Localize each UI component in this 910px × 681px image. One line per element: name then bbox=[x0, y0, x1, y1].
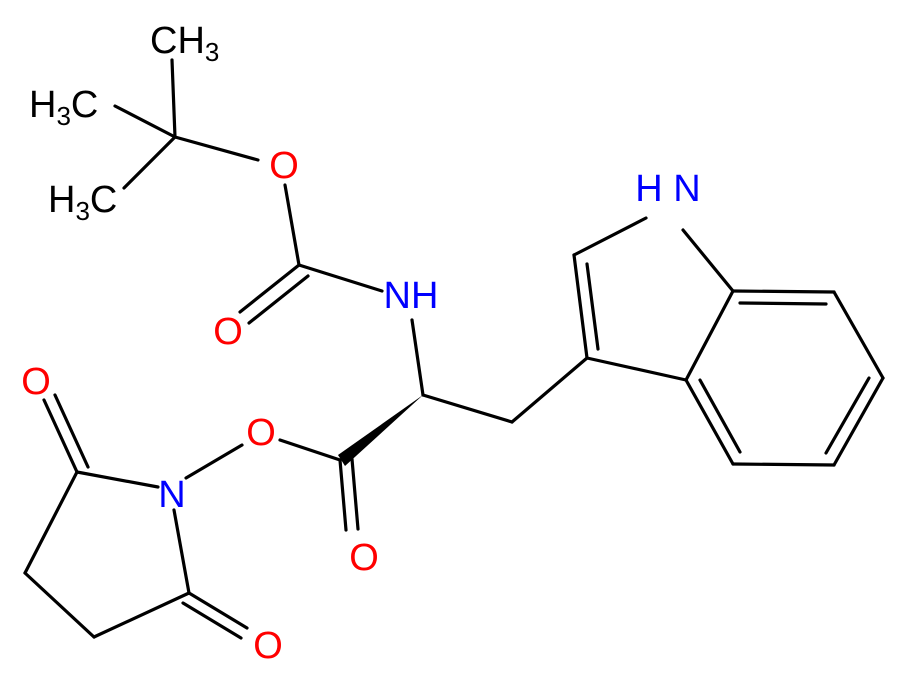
atom-o-succinimide-top: O bbox=[21, 361, 51, 403]
atom-ch3-lower: H3C bbox=[48, 179, 117, 226]
bond-c-top-o-double-2 bbox=[53, 393, 90, 469]
bond-o-n-succinimide bbox=[184, 443, 244, 480]
bond-boc-c-o-double-2 bbox=[247, 274, 310, 325]
bond-n-alpha bbox=[410, 318, 425, 397]
bonds bbox=[23, 58, 885, 640]
bond-c-bottom-o-double-2 bbox=[181, 601, 243, 640]
atom-o-boc-carbonyl: O bbox=[213, 311, 243, 353]
bond-c5-c4 bbox=[731, 462, 836, 467]
bond-n1-c7a bbox=[681, 228, 735, 293]
bond-c3a-c7a bbox=[684, 289, 735, 382]
atom-o-boc-ether: O bbox=[269, 145, 299, 187]
bond-alpha-beta bbox=[421, 393, 514, 424]
bond-ester-c-o-double-1 bbox=[338, 458, 348, 532]
bond-c-bottom-n bbox=[172, 508, 191, 595]
bond-n-c-top bbox=[75, 470, 160, 489]
bond-c-top-o-double-1 bbox=[42, 398, 79, 474]
bond-boc-c-o-double-1 bbox=[238, 263, 301, 314]
bond-c7-c6 bbox=[832, 290, 885, 380]
atom-n-amide: NH bbox=[384, 275, 439, 317]
atom-o-ester-carbonyl: O bbox=[349, 537, 379, 579]
atom-labels: CH3 H3C H3C O O NH O O N O O H N bbox=[21, 20, 701, 667]
bond-c2-n1 bbox=[572, 216, 648, 257]
bond-beta-indole-c3 bbox=[510, 356, 589, 424]
bond-c3-c2 bbox=[572, 253, 589, 360]
atom-ch3-top: CH3 bbox=[150, 20, 219, 67]
atom-o-succinimide-bottom: O bbox=[253, 625, 283, 667]
atom-n-succinimide: N bbox=[158, 474, 185, 516]
bond-c7a-c7 bbox=[731, 289, 836, 294]
bond-c-bottom-o-double-1 bbox=[187, 591, 249, 630]
atom-o-ester-link: O bbox=[246, 412, 276, 454]
bond-c6-c5-inner bbox=[824, 376, 871, 455]
bond-tbu-ch3-left bbox=[113, 104, 177, 139]
bond-c6-c5 bbox=[832, 376, 885, 467]
bond-c-top-ch2 bbox=[23, 470, 79, 575]
bond-ch2-ch2 bbox=[23, 571, 96, 639]
bond-ester-c-o-double-2 bbox=[350, 457, 360, 531]
wedge-stereo-bond bbox=[338, 395, 423, 466]
bond-ch2-c-bottom bbox=[92, 591, 191, 639]
atom-n-indole: H N bbox=[635, 168, 700, 210]
bond-c3-c3a bbox=[585, 356, 688, 382]
atom-ch3-left: H3C bbox=[29, 84, 98, 131]
bond-c3-c2-inner bbox=[585, 262, 600, 351]
bond-o-boc-c bbox=[283, 183, 301, 267]
bond-ester-c-o-link bbox=[278, 438, 342, 462]
bond-boc-c-n bbox=[297, 263, 384, 293]
bond-tbu-ch3-top bbox=[170, 58, 177, 139]
bond-tbu-ch3-lower bbox=[122, 135, 177, 190]
bond-c4-c3a bbox=[684, 378, 735, 466]
bond-tbu-o bbox=[173, 135, 260, 162]
bond-c4-c3a-inner bbox=[698, 378, 742, 454]
bond-c7a-c7-inner bbox=[738, 301, 828, 306]
